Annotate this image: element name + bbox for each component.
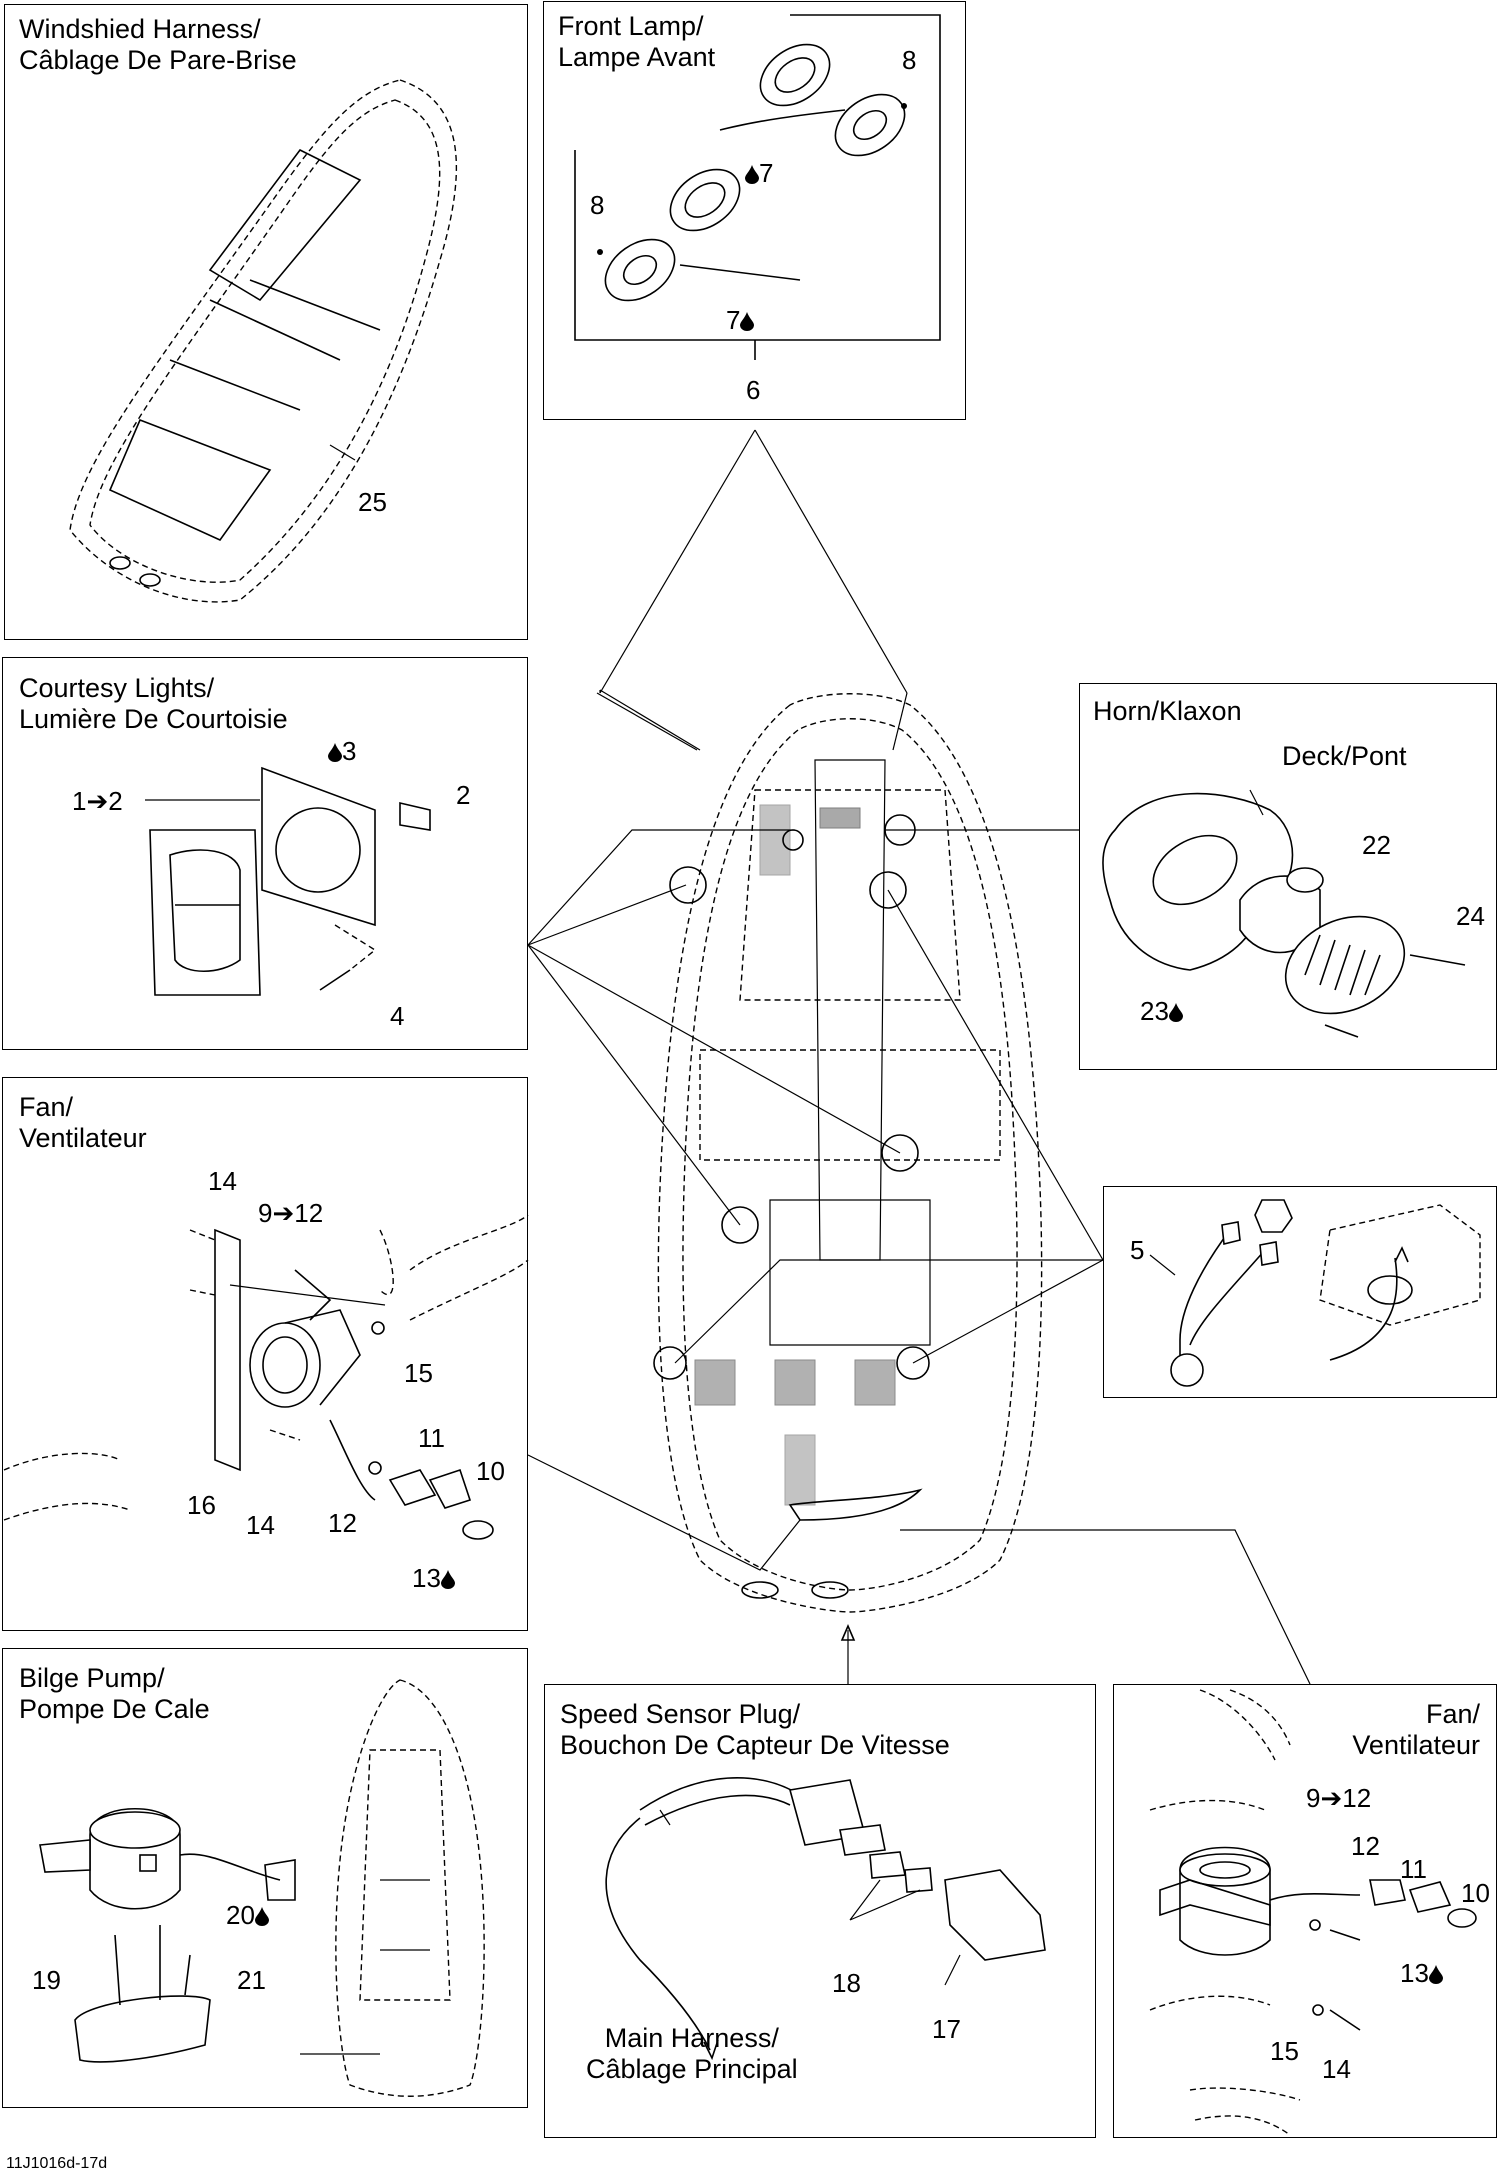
leader-lines <box>300 429 1311 2055</box>
callout-3: 3 <box>328 738 356 764</box>
callout-7-bottom: 7 <box>726 305 755 335</box>
callout-15: 15 <box>404 1358 433 1388</box>
callout-11: 11 <box>418 1423 445 1453</box>
callout-13: 13 <box>412 1565 455 1591</box>
callout-7-bottom-label: 7 <box>726 305 741 335</box>
bilge-pump-title: Bilge Pump/ Pompe De Cale <box>19 1663 210 1724</box>
callout-20-label: 20 <box>226 1900 255 1930</box>
sealant-drop-icon <box>254 1907 269 1926</box>
sealant-drop-icon <box>1168 1003 1183 1022</box>
front-lamp-title: Front Lamp/ Lampe Avant <box>558 11 716 72</box>
horn-drawing <box>1102 789 1466 1038</box>
speed-sensor-drawing <box>605 1777 1046 2061</box>
callout-13-label: 13 <box>412 1563 441 1593</box>
callout-25: 25 <box>358 487 387 517</box>
callout-4: 4 <box>390 1001 405 1031</box>
sealant-drop-icon <box>328 743 342 762</box>
callout-16: 16 <box>187 1490 216 1520</box>
callout-23-label: 23 <box>1140 996 1169 1026</box>
callout-2: 2 <box>456 780 471 810</box>
callout-6: 6 <box>746 375 761 405</box>
callout-3-label: 3 <box>342 736 357 766</box>
main-harness-label: Main Harness/ Câblage Principal <box>586 2023 798 2084</box>
bilge-pump-drawing <box>39 1679 485 2097</box>
callout-1-2: 1➔2 <box>72 786 123 816</box>
sealant-drop-icon <box>440 1570 455 1589</box>
callout-20: 20 <box>226 1902 269 1928</box>
callout-7-top: 7 <box>745 160 773 186</box>
callout-8-left: 8 <box>590 190 605 220</box>
central-hull-drawing <box>653 693 1043 1613</box>
callout-9-12: 9➔12 <box>258 1198 324 1228</box>
front-lamp-drawing <box>574 14 941 360</box>
connector-5-drawing <box>1149 1199 1481 1387</box>
fan-right-title: Fan/ Ventilateur <box>1352 1699 1480 1760</box>
fan-left-title: Fan/ Ventilateur <box>19 1092 147 1153</box>
callout-23: 23 <box>1140 998 1183 1024</box>
callout-14-top: 14 <box>208 1166 237 1196</box>
callout-15-right: 15 <box>1270 2036 1299 2066</box>
callout-24: 24 <box>1456 901 1485 931</box>
callout-11-right: 11 <box>1400 1854 1427 1884</box>
connector-5-panel <box>1103 1186 1497 1398</box>
callout-8-top: 8 <box>902 45 917 75</box>
windshield-harness-drawing <box>69 79 458 603</box>
callout-21: 21 <box>237 1965 266 1995</box>
fan-left-drawing <box>3 1214 529 1540</box>
document-id: 11J1016d-17d <box>6 2155 108 2172</box>
courtesy-lights-title: Courtesy Lights/ Lumière De Courtoisie <box>19 673 288 734</box>
sealant-drop-icon <box>1428 1965 1443 1984</box>
sealant-drop-icon <box>740 312 755 331</box>
callout-9-12-right: 9➔12 <box>1306 1783 1372 1813</box>
fan-right-drawing <box>1149 1689 1477 2136</box>
callout-13-right-label: 13 <box>1400 1958 1429 1988</box>
callout-17: 17 <box>932 2014 961 2044</box>
deck-label: Deck/Pont <box>1282 741 1407 771</box>
speed-sensor-title: Speed Sensor Plug/ Bouchon De Capteur De… <box>560 1699 950 1760</box>
callout-12: 12 <box>328 1508 357 1538</box>
callout-7-top-label: 7 <box>759 158 774 188</box>
callout-13-right: 13 <box>1400 1960 1443 1986</box>
callout-19: 19 <box>32 1965 61 1995</box>
callout-18: 18 <box>832 1968 861 1998</box>
windshield-harness-title: Windshied Harness/ Câblage De Pare-Brise <box>19 14 297 75</box>
sealant-drop-icon <box>745 165 759 184</box>
callout-12-right: 12 <box>1351 1831 1380 1861</box>
callout-14-right: 14 <box>1322 2054 1351 2084</box>
callout-14-bottom: 14 <box>246 1510 275 1540</box>
windshield-harness-panel <box>4 4 528 640</box>
callout-5: 5 <box>1130 1235 1145 1265</box>
fan-right-panel <box>1113 1684 1497 2138</box>
courtesy-lights-drawing <box>145 766 431 996</box>
callout-10: 10 <box>476 1456 505 1486</box>
horn-title: Horn/Klaxon <box>1093 696 1242 726</box>
callout-10-right: 10 <box>1461 1878 1490 1908</box>
callout-22: 22 <box>1362 830 1391 860</box>
